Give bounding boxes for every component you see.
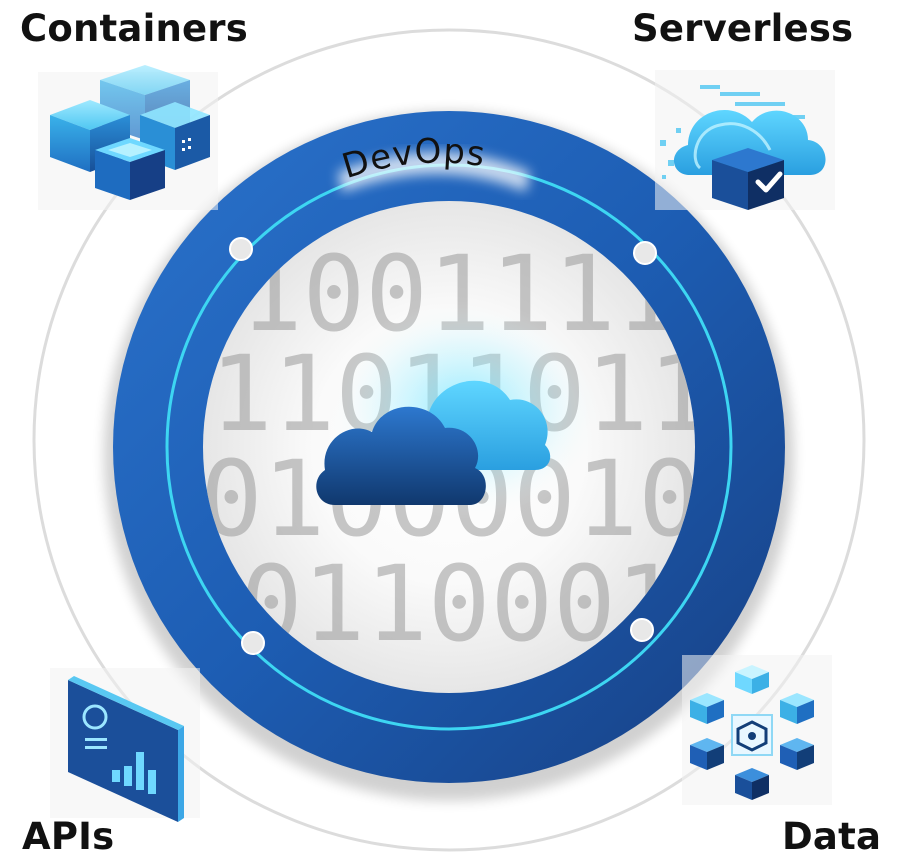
ring-node	[229, 237, 253, 261]
containers-icon	[38, 65, 218, 210]
label-serverless: Serverless	[632, 7, 854, 50]
devops-title-halo	[338, 152, 530, 192]
outer-orbit	[32, 28, 866, 852]
ring-node	[630, 618, 654, 642]
label-apis: APIs	[22, 815, 115, 858]
cloud-icon	[316, 380, 551, 505]
label-containers: Containers	[20, 7, 248, 50]
ring-node	[633, 241, 657, 265]
serverless-icon	[655, 70, 835, 210]
ring-node	[241, 631, 265, 655]
apis-icon	[50, 668, 200, 822]
data-icon	[682, 655, 832, 805]
label-data: Data	[782, 815, 882, 858]
